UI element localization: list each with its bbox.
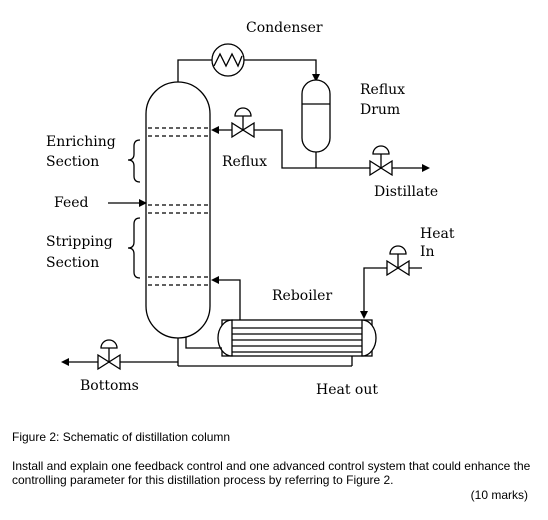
flow-arrow <box>211 126 219 134</box>
reflux-drum-label: Reflux <box>360 82 405 98</box>
reflux-valve-icon <box>241 121 255 139</box>
stripping-section-label: Stripping <box>46 234 113 250</box>
enriching-section-label: Enriching <box>46 134 116 150</box>
bottoms-valve-icon <box>107 353 121 371</box>
bottoms-valve-icon <box>97 353 111 371</box>
feed-label: Feed <box>54 195 89 211</box>
heat-in-valve-icon <box>396 259 410 277</box>
condenser-outlet-line <box>244 59 317 76</box>
reboiler-shell <box>221 319 373 357</box>
flow-arrow <box>360 311 368 319</box>
flow-arrow <box>139 199 147 207</box>
reboiler-label: Reboiler <box>272 288 332 304</box>
stripping-section-label: Section <box>46 255 99 271</box>
flow-arrow <box>422 164 430 172</box>
reflux-label: Reflux <box>222 154 267 170</box>
overhead-vapor-line <box>177 59 212 82</box>
reflux-drum-label: Drum <box>360 102 400 118</box>
column-to-reboiler-line <box>185 337 222 349</box>
marks-label: (10 marks) <box>470 488 528 502</box>
bottoms-label: Bottoms <box>80 378 139 394</box>
valve-actuator-icon <box>100 339 118 349</box>
distillate-valve-icon <box>379 159 393 177</box>
heat-in-line <box>363 267 422 312</box>
heat-in-valve-icon <box>386 259 400 277</box>
reboiler-end <box>361 319 377 357</box>
valve-actuator-icon <box>389 245 407 255</box>
reboiler-end <box>217 319 233 357</box>
flow-arrow <box>211 276 219 284</box>
condenser-coil <box>213 52 243 68</box>
distillate-valve-icon <box>369 159 383 177</box>
stripping-brace <box>127 217 141 279</box>
enriching-brace <box>127 139 141 183</box>
condenser-label: Condenser <box>246 20 323 36</box>
distillation-schematic: Condenser Reflux Drum Enriching Section … <box>46 20 455 398</box>
distillation-column <box>145 81 211 339</box>
flow-arrow <box>61 358 69 366</box>
reflux-valve-icon <box>231 121 245 139</box>
heat-out-label: Heat out <box>316 382 378 398</box>
figure-caption: Figure 2: Schematic of distillation colu… <box>12 430 231 444</box>
question-text: Install and explain one feedback control… <box>12 459 531 487</box>
heat-in-label: Heat <box>420 226 455 242</box>
valve-actuator-icon <box>372 145 390 155</box>
distillate-label: Distillate <box>374 184 438 200</box>
heat-in-label: In <box>420 244 435 260</box>
flow-arrow <box>312 74 320 82</box>
valve-actuator-icon <box>234 107 252 117</box>
reflux-drum <box>301 79 331 153</box>
enriching-section-label: Section <box>46 154 99 170</box>
reboiler-vapor-return <box>218 279 241 320</box>
